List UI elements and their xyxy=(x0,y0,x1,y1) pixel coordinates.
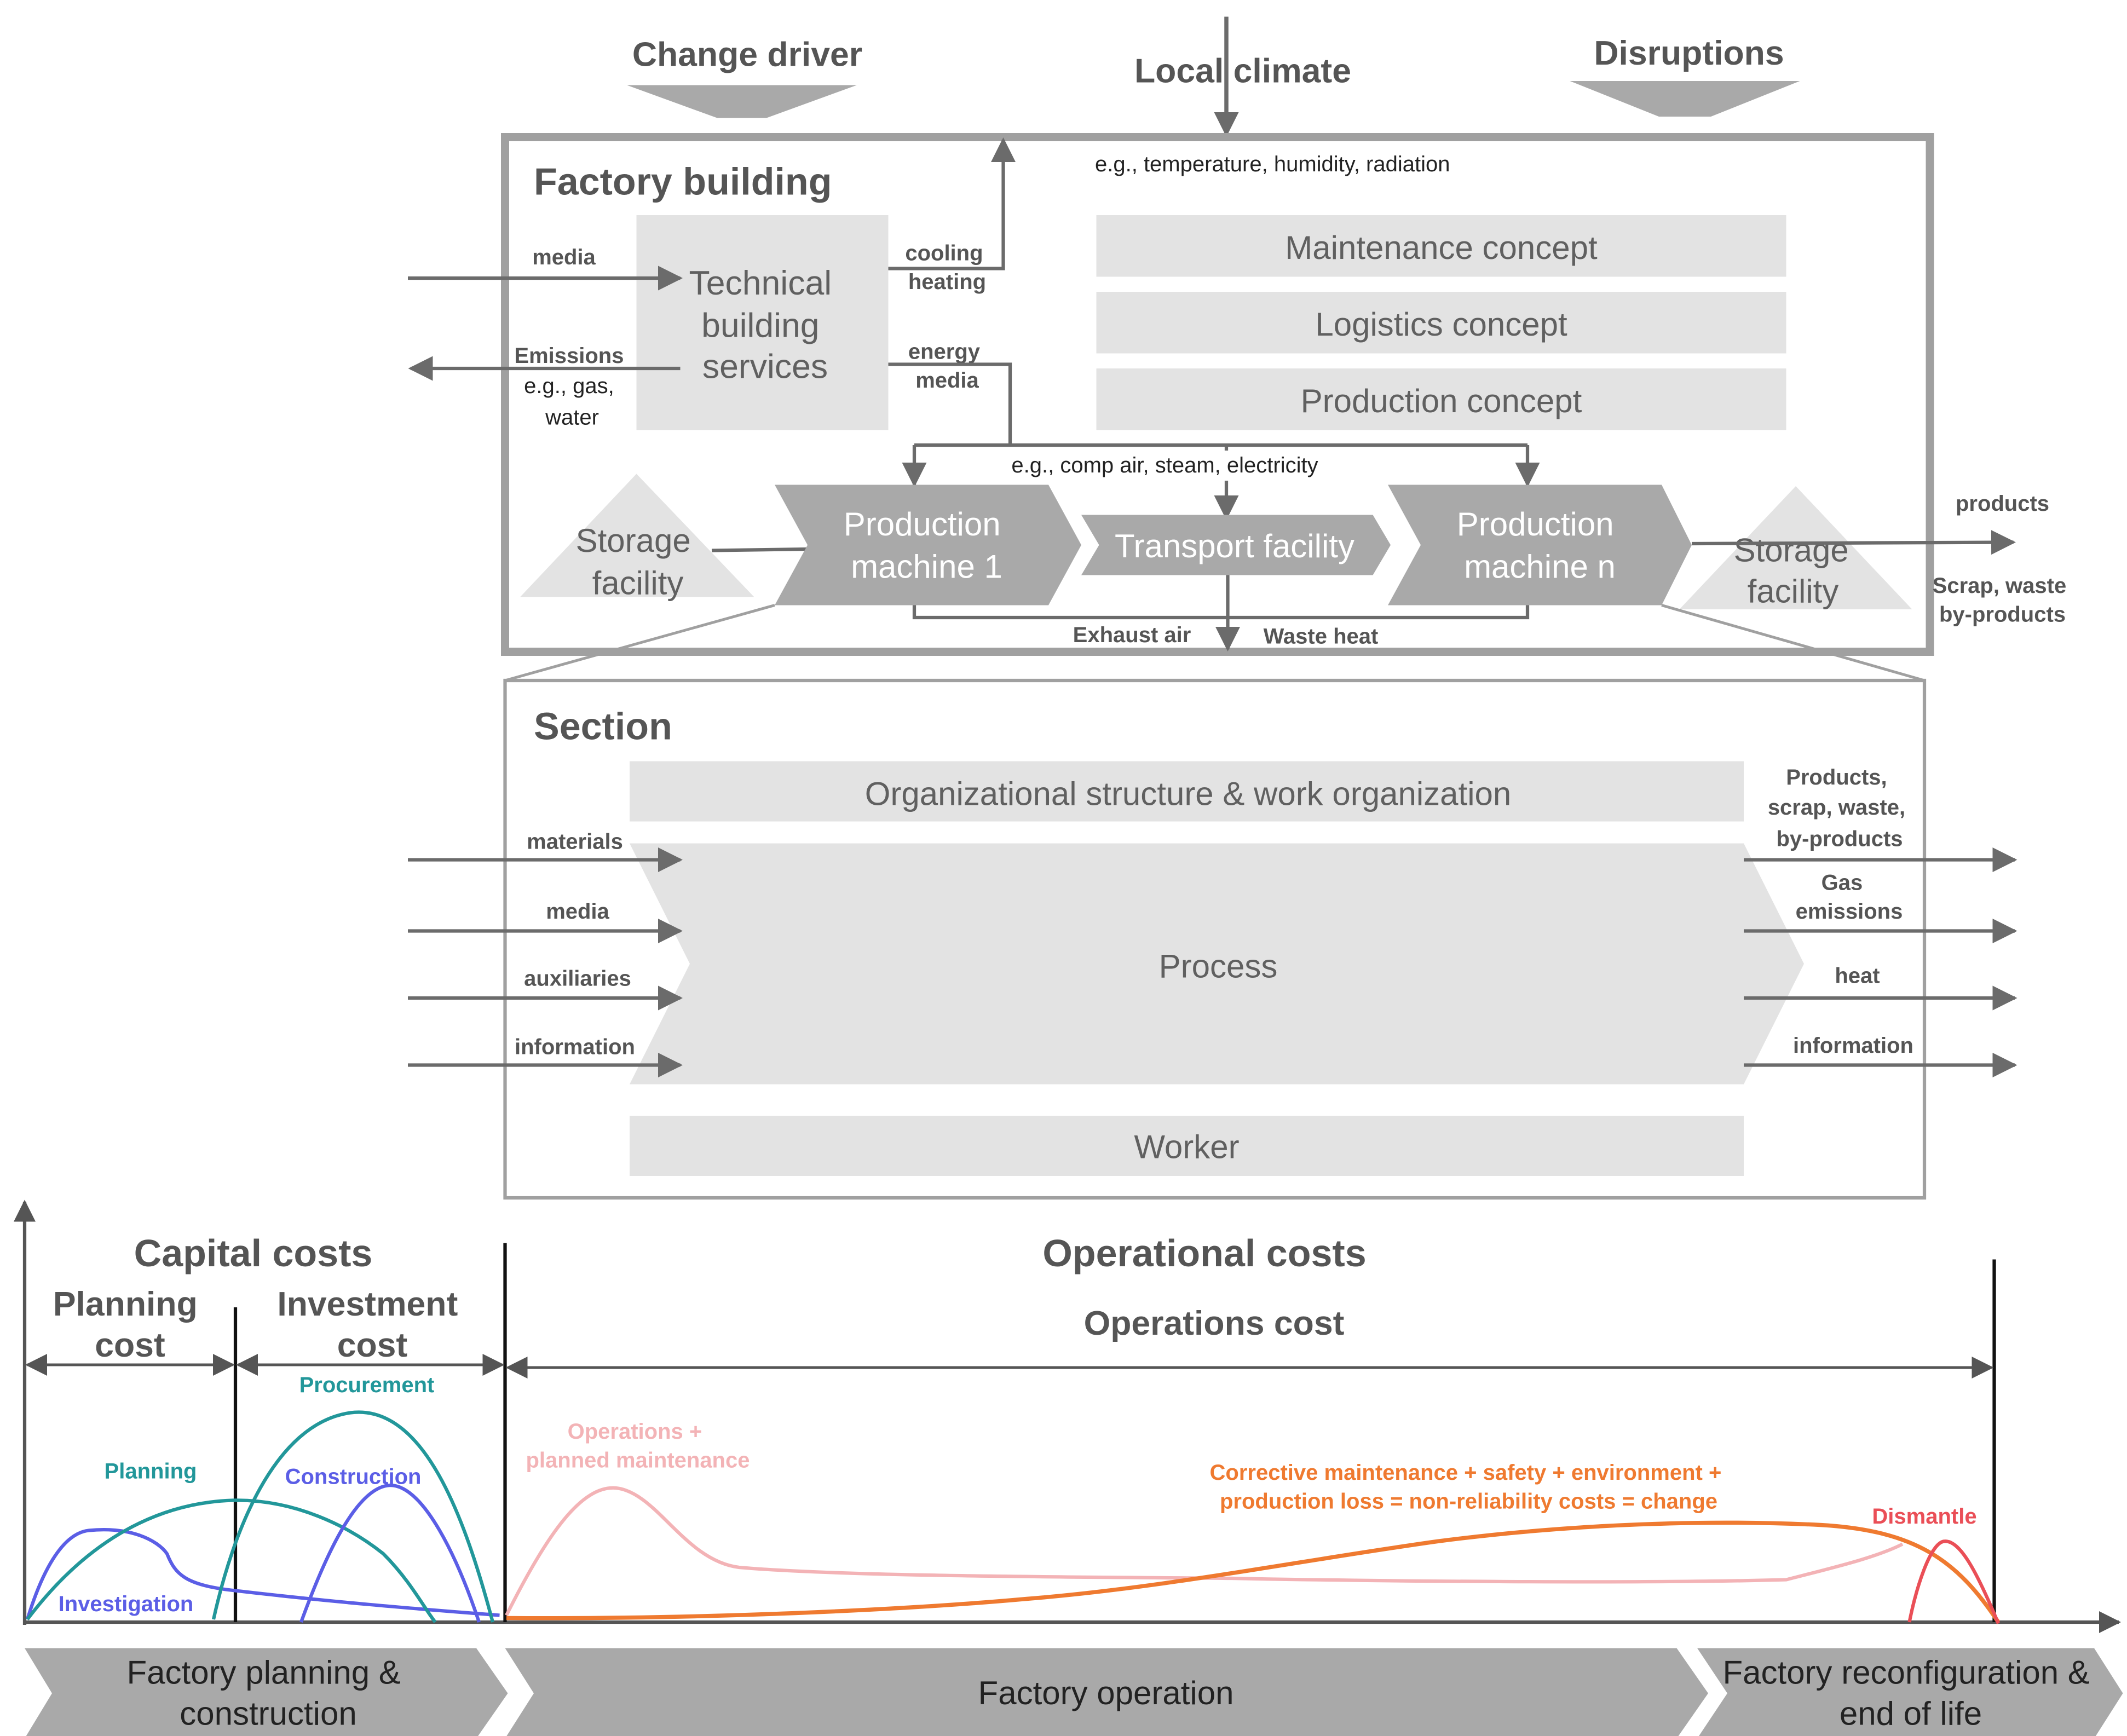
factory-building-frame xyxy=(501,133,1934,656)
utilities-label-bg xyxy=(988,451,1341,481)
production-machine-1-label: Production machine 1 xyxy=(844,506,1010,585)
operations-label: Operations + planned maintenance xyxy=(526,1420,750,1473)
scrap-label: Scrap, waste by-products xyxy=(1933,574,2073,627)
information-in-label: information xyxy=(515,1035,635,1059)
logistics-concept-label: Logistics concept xyxy=(1315,306,1567,343)
procurement-label: Procurement xyxy=(299,1373,435,1397)
change-driver-arrow xyxy=(627,85,857,118)
storage-facility-left xyxy=(520,474,754,597)
construction-curve xyxy=(299,1483,481,1623)
dismantle-label: Dismantle xyxy=(1872,1504,1976,1529)
transport-facility-label: Transport facility xyxy=(1115,528,1354,564)
procurement-curve xyxy=(211,1410,495,1623)
corrective-maintenance-label: Corrective maintenance + safety + enviro… xyxy=(1210,1461,1728,1514)
planning-curve xyxy=(26,1498,437,1623)
local-climate-label: Local climate xyxy=(1134,52,1351,90)
technical-building-services-box xyxy=(636,215,889,430)
phase-reconfiguration xyxy=(1697,1648,2123,1736)
org-structure-box xyxy=(630,761,1744,822)
utilities-label: e.g., comp air, steam, electricity xyxy=(1011,453,1318,477)
emissions-label: Emissions e.g., gas, water xyxy=(514,344,630,430)
factory-building-title: Factory building xyxy=(534,160,832,203)
technical-building-services-label: Technical building services xyxy=(689,264,841,385)
production-concept-label: Production concept xyxy=(1301,383,1582,419)
operations-curve xyxy=(505,1486,1904,1616)
worker-box xyxy=(630,1116,1744,1176)
products-out-arrow xyxy=(1691,530,2016,555)
heat-label: heat xyxy=(1835,964,1880,988)
operational-costs-heading: Operational costs xyxy=(1042,1232,1366,1274)
construction-label: Construction xyxy=(285,1465,422,1489)
disruptions-arrow xyxy=(1570,81,1800,117)
climate-examples: e.g., temperature, humidity, radiation xyxy=(1095,152,1450,176)
org-structure-label: Organizational structure & work organiza… xyxy=(865,776,1512,812)
production-machine-n-label: Production machine n xyxy=(1457,506,1623,585)
investigation-label: Investigation xyxy=(59,1592,194,1616)
planning-label: Planning xyxy=(105,1460,197,1484)
factory-building-panel: Factory building Technical building serv… xyxy=(408,133,2073,656)
exhaust-air-label: Exhaust air xyxy=(1073,623,1191,647)
change-driver-label: Change driver xyxy=(632,36,862,74)
cost-panel: Capital costs Planning cost Investment c… xyxy=(13,1199,2121,1633)
section-frame xyxy=(503,678,1927,1200)
process-shape xyxy=(630,843,1804,1085)
phase-planning-construction xyxy=(25,1648,508,1736)
media-in-label: media xyxy=(532,245,596,269)
capital-costs-heading: Capital costs xyxy=(134,1232,373,1274)
top-drivers: Change driver Local climate Disruptions … xyxy=(627,16,1800,176)
storage-to-machine-1 xyxy=(711,547,808,552)
phase-operation-label: Factory operation xyxy=(978,1675,1234,1711)
production-machine-n-shape xyxy=(1388,485,1692,605)
materials-label: materials xyxy=(527,830,623,854)
information-out-label: information xyxy=(1793,1034,1913,1058)
worker-label: Worker xyxy=(1134,1129,1239,1166)
operations-cost-heading: Operations cost xyxy=(1084,1304,1345,1342)
planning-cost-heading: Planning cost xyxy=(53,1285,207,1364)
logistics-concept-box xyxy=(1096,292,1786,354)
storage-facility-right-label: Storage facility xyxy=(1734,532,1858,610)
energy-media-line xyxy=(888,362,1012,446)
corrective-maintenance-curve xyxy=(506,1520,2001,1624)
disruptions-label: Disruptions xyxy=(1594,34,1784,72)
media-label: media xyxy=(546,899,609,924)
storage-facility-left-label: Storage facility xyxy=(576,522,700,602)
auxiliaries-label: auxiliaries xyxy=(524,967,631,991)
waste-heat-label: Waste heat xyxy=(1264,625,1379,649)
storage-facility-right xyxy=(1679,486,1912,609)
phase-planning-construction-label: Factory planning & construction xyxy=(127,1654,410,1732)
investigation-curve xyxy=(26,1528,500,1620)
cooling-heating-arrow xyxy=(888,137,1016,270)
zoom-line-left xyxy=(504,604,775,682)
exhaust-collector xyxy=(912,605,1530,620)
investment-cost-heading: Investment cost xyxy=(277,1285,467,1364)
energy-media-label: energy media xyxy=(908,340,986,393)
transport-facility-shape xyxy=(1081,515,1391,575)
zoom-line-right xyxy=(1661,604,1925,682)
phase-reconfiguration-label: Factory reconfiguration & end of life xyxy=(1723,1654,2099,1732)
dismantle-curve xyxy=(1907,1539,2000,1624)
phase-bar: Factory planning & construction Factory … xyxy=(25,1648,2123,1736)
process-label: Process xyxy=(1159,948,1278,985)
gas-emissions-label: Gas emissions xyxy=(1796,871,1903,924)
phase-operation xyxy=(505,1648,1708,1736)
maintenance-concept-label: Maintenance concept xyxy=(1285,229,1598,266)
products-out-section-label: Products, scrap, waste, by-products xyxy=(1768,765,1911,851)
maintenance-concept-box xyxy=(1096,215,1786,277)
section-title: Section xyxy=(534,705,672,748)
cooling-heating-label: cooling heating xyxy=(905,241,989,295)
production-concept-box xyxy=(1096,368,1786,430)
section-panel: Section Organizational structure & work … xyxy=(408,678,2018,1200)
products-label: products xyxy=(1956,492,2049,516)
production-machine-1-shape xyxy=(775,485,1081,605)
